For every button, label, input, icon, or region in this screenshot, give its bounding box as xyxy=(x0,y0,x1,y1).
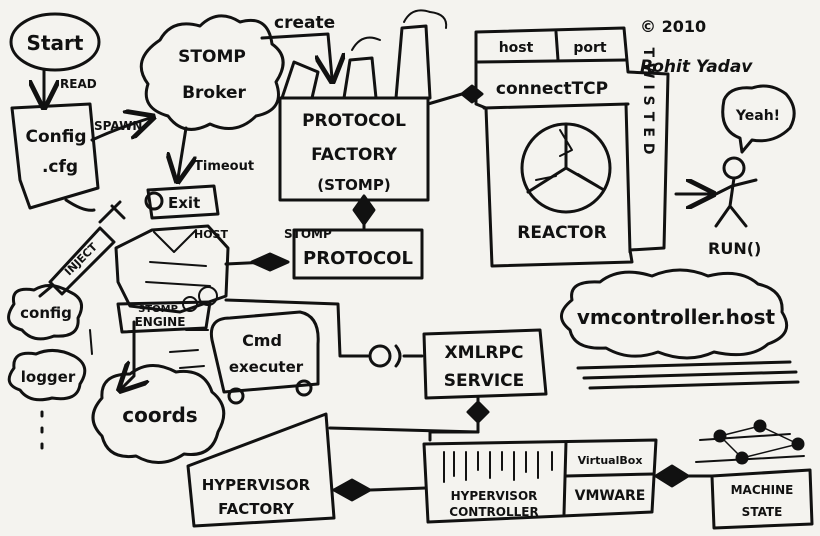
hypervisor-factory-box xyxy=(186,412,336,528)
stomp-protocol-box xyxy=(292,228,424,280)
twisted-label: TWISTED xyxy=(640,47,656,160)
port-tab-label: port xyxy=(573,40,607,56)
host-label: HOST xyxy=(194,228,228,241)
create-label: create xyxy=(274,13,335,33)
logger-cloud xyxy=(7,349,87,402)
yeah-label: Yeah! xyxy=(735,108,780,124)
xmlrpc-label-1: XMLRPC xyxy=(445,343,524,363)
stomp-broker-label-2: Broker xyxy=(182,83,246,103)
config-label-1: Config xyxy=(25,127,86,147)
spawn-label: SPAWN xyxy=(94,119,142,133)
config-file-node xyxy=(10,102,100,210)
protocol-factory-box xyxy=(278,96,430,202)
xmlrpc-service-box xyxy=(422,328,548,400)
host-tab-label: host xyxy=(499,40,534,56)
virtualbox-label: VirtualBox xyxy=(578,454,643,467)
config-label-2: .cfg xyxy=(42,157,78,177)
protocol-factory-label-3: (STOMP) xyxy=(317,176,390,194)
vmcontroller-host-cloud xyxy=(560,268,789,360)
inject-label: INJECT xyxy=(62,240,100,278)
stomp-protocol-label: PROTOCOL xyxy=(303,248,413,269)
xmlrpc-label-2: SERVICE xyxy=(444,371,525,391)
exit-label: Exit xyxy=(168,194,200,212)
hypervisor-controller-box xyxy=(422,438,658,524)
cmd-executer-label-2: executer xyxy=(229,358,304,376)
machine-state-box xyxy=(710,468,814,530)
stomp-engine-label-1: STOMP xyxy=(138,304,178,315)
vmware-label: VMWARE xyxy=(575,488,646,504)
hypervisor-controller-label-2: CONTROLLER xyxy=(449,505,538,519)
hypervisor-controller-label-1: HYPERVISOR xyxy=(451,489,538,503)
stomp-broker-cloud xyxy=(139,14,285,131)
connect-tcp-label: connectTCP xyxy=(496,79,608,99)
cmd-executer-truck xyxy=(209,310,320,394)
stomp-protocol-prefix: STOMP xyxy=(284,227,332,241)
stomp-engine-label-2: ENGINE xyxy=(135,315,186,329)
hypervisor-factory-label-1: HYPERVISOR xyxy=(202,476,311,494)
stomp-engine xyxy=(114,224,230,314)
machine-state-label-1: MACHINE xyxy=(731,483,794,497)
machine-state-label-2: STATE xyxy=(742,505,783,519)
logger-cloud-label: logger xyxy=(21,368,76,386)
protocol-factory-label-2: FACTORY xyxy=(311,145,398,165)
hypervisor-factory-label-2: FACTORY xyxy=(218,500,295,518)
coords-label: coords xyxy=(122,403,197,427)
copyright-label: © 2010 xyxy=(640,17,706,36)
config-cloud-label: config xyxy=(20,304,72,322)
yeah-bubble xyxy=(721,84,796,154)
protocol-factory-label-1: PROTOCOL xyxy=(302,111,406,131)
start-node xyxy=(9,12,101,72)
reactor-label: REACTOR xyxy=(517,223,606,243)
run-label: RUN() xyxy=(708,239,761,258)
config-cloud xyxy=(7,284,84,341)
timeout-label: Timeout xyxy=(194,159,254,174)
cmd-executer-label-1: Cmd xyxy=(242,331,282,350)
vmcontroller-host-label: vmcontroller.host xyxy=(577,305,776,329)
stomp-broker-label-1: STOMP xyxy=(178,47,246,67)
read-label: READ xyxy=(60,77,97,91)
start-label: Start xyxy=(27,31,84,55)
author-label: Rohit Yadav xyxy=(640,57,753,77)
